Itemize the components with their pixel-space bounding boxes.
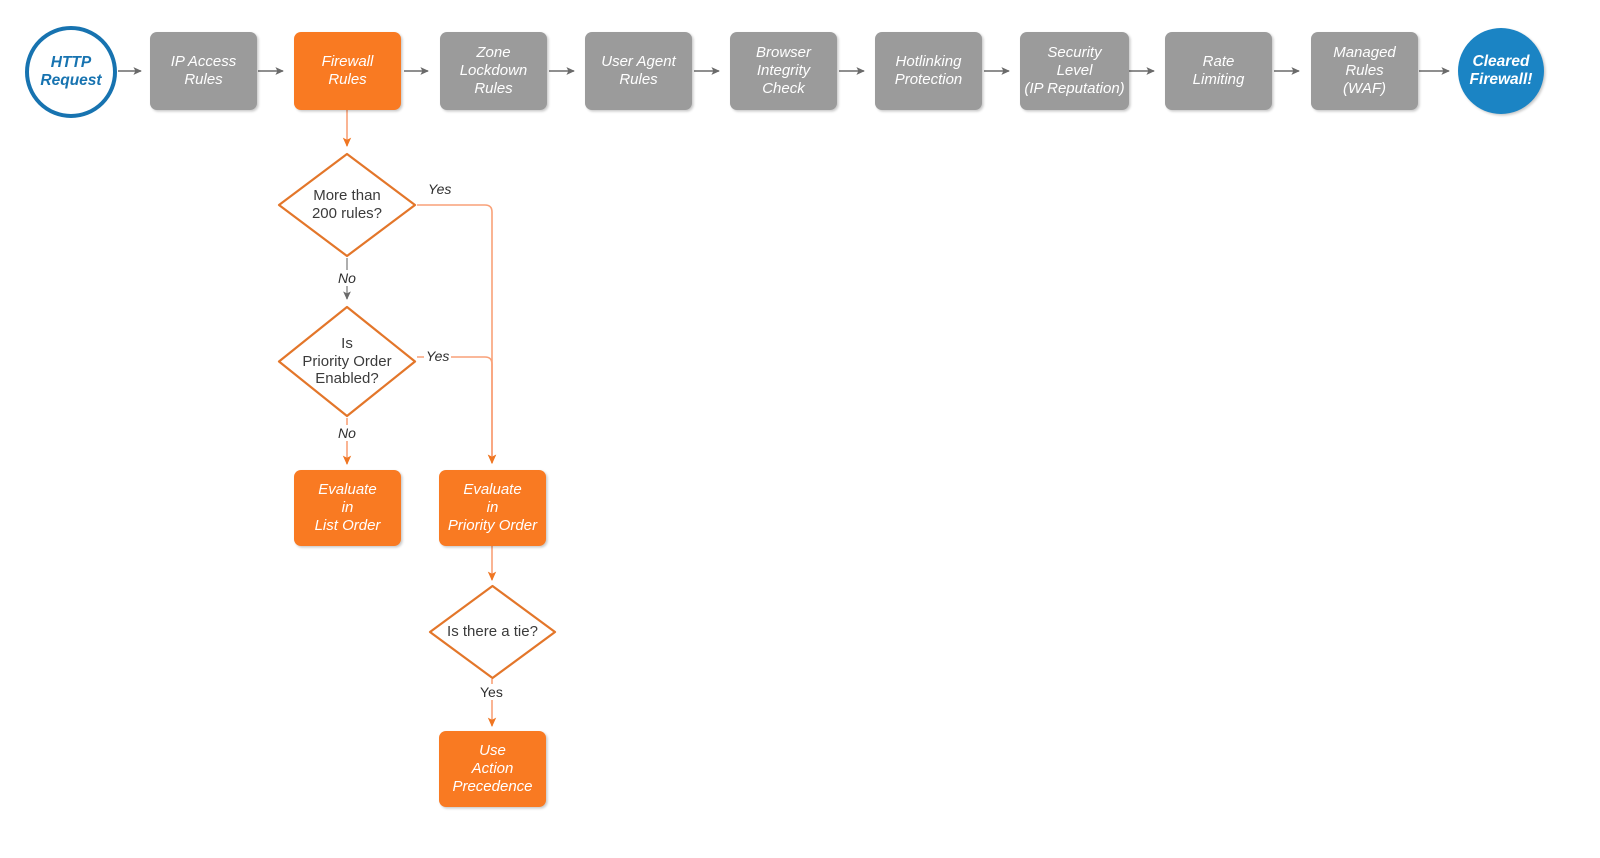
edge-label-yes-200-rules: Yes [426,181,454,197]
node-cleared-firewall[interactable]: Cleared Firewall! [1458,28,1544,114]
decision-more-than-200-rules[interactable]: More than 200 rules? [277,152,417,258]
edge-label-yes-tie: Yes [478,684,505,700]
node-http-request[interactable]: HTTP Request [25,26,117,118]
node-evaluate-in-list-order[interactable]: Evaluate in List Order [294,470,401,546]
node-label: IP Access Rules [170,53,237,88]
node-label: Evaluate in List Order [314,481,381,534]
decision-is-there-a-tie[interactable]: Is there a tie? [428,584,557,680]
diamond-shape [277,152,417,258]
decision-label: Is there a tie? [447,623,538,641]
node-security-level[interactable]: Security Level (IP Reputation) [1020,32,1129,110]
diamond-shape [277,305,417,418]
node-firewall-rules[interactable]: Firewall Rules [294,32,401,110]
node-rate-limiting[interactable]: Rate Limiting [1165,32,1272,110]
node-label: Hotlinking Protection [894,53,963,88]
edge-label-no-200-rules: No [336,270,358,286]
node-evaluate-in-priority-order[interactable]: Evaluate in Priority Order [439,470,546,546]
decision-label: Is Priority Order Enabled? [302,334,392,388]
node-label: Zone Lockdown Rules [459,44,528,97]
diamond-shape [428,584,557,680]
node-user-agent-rules[interactable]: User Agent Rules [585,32,692,110]
node-hotlinking-protection[interactable]: Hotlinking Protection [875,32,982,110]
node-label: Cleared Firewall! [1469,52,1533,88]
node-label: Managed Rules (WAF) [1333,44,1396,97]
node-label: Firewall Rules [321,53,374,88]
decision-priority-order-enabled[interactable]: Is Priority Order Enabled? [277,305,417,418]
decision-label: More than 200 rules? [311,187,383,222]
node-label: Browser Integrity Check [755,44,811,97]
node-label: User Agent Rules [601,53,676,88]
node-label: Rate Limiting [1192,53,1245,88]
node-label: Evaluate in Priority Order [447,481,538,534]
node-ip-access-rules[interactable]: IP Access Rules [150,32,257,110]
node-label: HTTP Request [40,53,102,89]
node-zone-lockdown-rules[interactable]: Zone Lockdown Rules [440,32,547,110]
node-label: Use Action Precedence [452,742,533,795]
node-browser-integrity-check[interactable]: Browser Integrity Check [730,32,837,110]
edge-label-no-priority-order: No [336,425,358,441]
node-label: Security Level (IP Reputation) [1024,44,1125,97]
node-managed-rules-waf[interactable]: Managed Rules (WAF) [1311,32,1418,110]
node-use-action-precedence[interactable]: Use Action Precedence [439,731,546,807]
edge-label-yes-priority-order: Yes [424,348,452,364]
